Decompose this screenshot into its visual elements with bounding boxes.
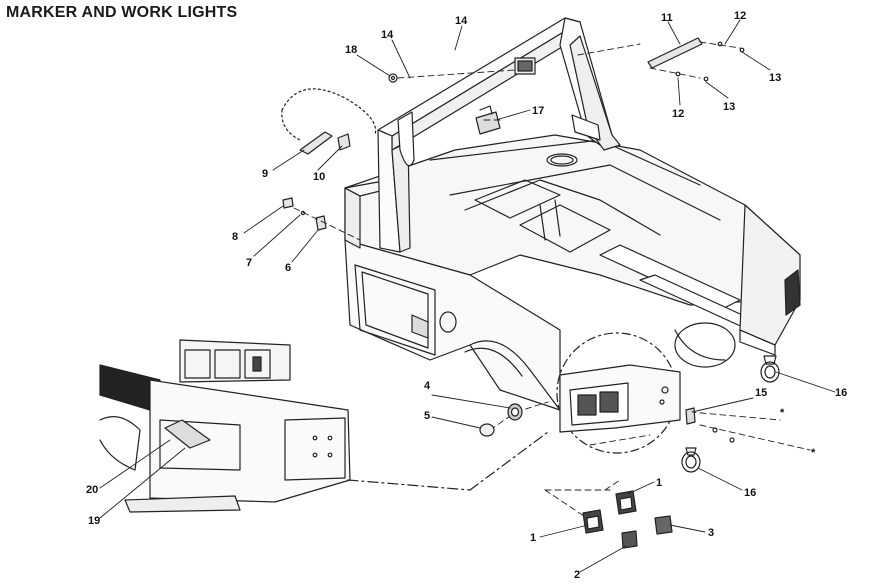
- callout-12b: 12: [672, 108, 684, 120]
- callout-16b: 16: [744, 487, 756, 499]
- callout-17: 17: [532, 105, 544, 117]
- callout-14a: 14: [455, 15, 468, 27]
- inset-underside: [99, 339, 549, 513]
- lower-lamp-parts: [479, 41, 780, 549]
- callout-20: 20: [86, 484, 98, 496]
- callout-1a: 1: [530, 532, 536, 544]
- detail-circle: [556, 332, 681, 454]
- callout-12a: 12: [734, 10, 746, 22]
- callout-10: 10: [313, 171, 325, 183]
- callout-13a: 13: [769, 72, 781, 84]
- assembly-lines: [293, 41, 811, 521]
- callout-13b: 13: [723, 101, 735, 113]
- callout-4: 4: [424, 380, 431, 392]
- callout-8: 8: [232, 231, 238, 243]
- callout-labels: 14 14 18 11 12 13 12 13 17 9 10 8 7 6 4 …: [86, 10, 847, 581]
- upper-lamp-parts: [281, 37, 703, 231]
- callout-18: 18: [345, 44, 357, 56]
- headache-rack: [377, 17, 621, 253]
- callout-3: 3: [708, 527, 714, 539]
- callout-15: 15: [755, 387, 767, 399]
- callout-2: 2: [574, 569, 580, 581]
- callout-14b: 14: [381, 29, 394, 41]
- callout-1b: 1: [656, 477, 662, 489]
- truck-body: [344, 134, 801, 411]
- callout-5: 5: [424, 410, 430, 422]
- callout-7: 7: [246, 257, 252, 269]
- callout-star-a: *: [780, 407, 785, 419]
- callout-star-b: *: [811, 447, 816, 459]
- page-title: MARKER AND WORK LIGHTS: [6, 4, 238, 21]
- callout-9: 9: [262, 168, 268, 180]
- leader-lines: [99, 19, 836, 573]
- callout-6: 6: [285, 262, 291, 274]
- callout-19: 19: [88, 515, 100, 527]
- callout-11: 11: [661, 12, 673, 24]
- callout-16a: 16: [835, 387, 847, 399]
